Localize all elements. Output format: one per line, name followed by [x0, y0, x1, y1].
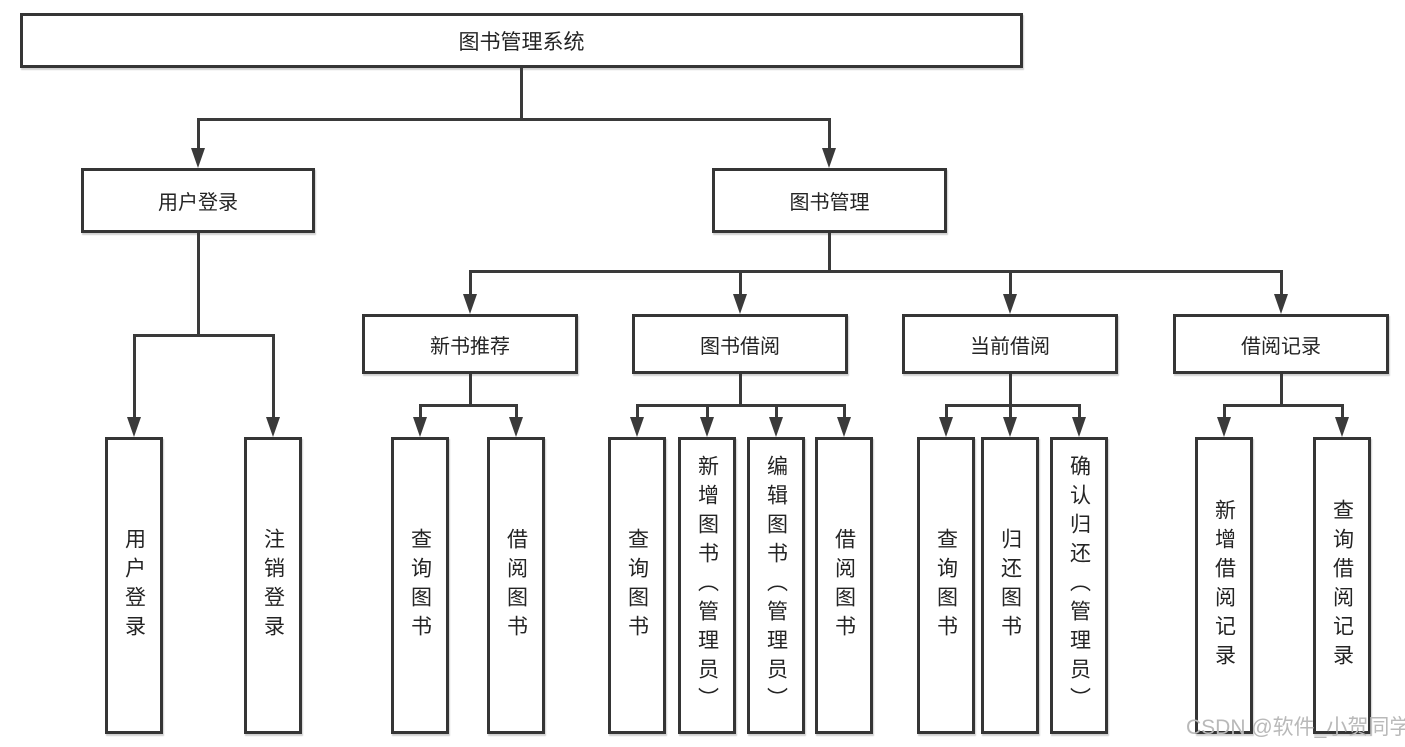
leaf-label: 用户登录	[122, 527, 146, 644]
leaf-label: 新增图书（管理员）	[695, 455, 719, 716]
arrow-down-icon	[127, 417, 141, 437]
leaf-edit-books-admin: 编辑图书（管理员）	[747, 437, 805, 734]
connector-arrow-stem	[828, 118, 831, 148]
connector-arrow-stem	[636, 404, 639, 417]
arrow-down-icon	[939, 417, 953, 437]
connector-arrow-stem	[1009, 404, 1012, 417]
connector-l3-rail	[469, 270, 1283, 273]
leaf-label: 归还图书	[998, 527, 1022, 644]
connector-arrow-stem	[133, 334, 136, 417]
arrow-down-icon	[822, 148, 836, 168]
connector-arrow-stem	[945, 404, 948, 417]
arrow-down-icon	[700, 417, 714, 437]
arrow-down-icon	[1003, 294, 1017, 314]
node-label: 图书借阅	[700, 335, 780, 358]
arrow-down-icon	[769, 417, 783, 437]
connector-arrow-stem	[515, 404, 518, 417]
node-root-label: 图书管理系统	[458, 30, 585, 54]
connector-arrow-stem	[197, 118, 200, 148]
node-root: 图书管理系统	[20, 13, 1023, 68]
arrow-down-icon	[413, 417, 427, 437]
connector-arrow-stem	[739, 270, 742, 296]
arrow-down-icon	[1217, 417, 1231, 437]
leaf-logout: 注销登录	[244, 437, 302, 734]
connector-leaf-rail	[636, 404, 846, 407]
connector-section-stem	[469, 374, 472, 407]
connector-user-login-rail	[133, 334, 275, 337]
leaf-label: 编辑图书（管理员）	[764, 455, 788, 716]
connector-leaf-rail	[945, 404, 1081, 407]
leaf-label: 查询图书	[934, 527, 958, 644]
leaf-label: 查询借阅记录	[1330, 498, 1354, 673]
leaf-add-borrow-record: 新增借阅记录	[1195, 437, 1253, 734]
leaf-label: 查询图书	[408, 527, 432, 644]
leaf-label: 新增借阅记录	[1212, 498, 1236, 673]
arrow-down-icon	[733, 294, 747, 314]
connector-arrow-stem	[1280, 270, 1283, 296]
arrow-down-icon	[509, 417, 523, 437]
leaf-confirm-return-admin: 确认归还（管理员）	[1050, 437, 1108, 734]
connector-arrow-stem	[469, 270, 472, 296]
arrow-down-icon	[463, 294, 477, 314]
arrow-down-icon	[1335, 417, 1349, 437]
arrow-down-icon	[837, 417, 851, 437]
csdn-watermark: CSDN @软件_小贺同学	[1186, 716, 1405, 739]
leaf-label: 注销登录	[261, 527, 285, 644]
leaf-user-login: 用户登录	[105, 437, 163, 734]
connector-book-mgmt-stem	[828, 233, 831, 273]
connector-leaf-rail	[1223, 404, 1344, 407]
arrow-down-icon	[1274, 294, 1288, 314]
connector-arrow-stem	[1223, 404, 1226, 417]
connector-arrow-stem	[419, 404, 422, 417]
connector-arrow-stem	[1009, 270, 1012, 296]
connector-root-stem	[520, 68, 523, 121]
connector-user-login-stem	[197, 233, 200, 336]
connector-arrow-stem	[843, 404, 846, 417]
arrow-down-icon	[266, 417, 280, 437]
node-user-login: 用户登录	[81, 168, 315, 233]
leaf-borrow-books-2: 借阅图书	[815, 437, 873, 734]
leaf-add-books-admin: 新增图书（管理员）	[678, 437, 736, 734]
node-label: 借阅记录	[1241, 335, 1321, 358]
node-label: 当前借阅	[970, 335, 1050, 358]
connector-section-stem	[739, 374, 742, 407]
arrow-down-icon	[1003, 417, 1017, 437]
node-book-mgmt-label: 图书管理	[789, 192, 870, 214]
leaf-query-books-2: 查询图书	[608, 437, 666, 734]
leaf-label: 查询图书	[625, 527, 649, 644]
connector-arrow-stem	[775, 404, 778, 417]
arrow-down-icon	[191, 148, 205, 168]
node-user-login-label: 用户登录	[158, 192, 238, 214]
leaf-label: 确认归还（管理员）	[1067, 455, 1091, 716]
leaf-borrow-books-1: 借阅图书	[487, 437, 545, 734]
connector-arrow-stem	[1341, 404, 1344, 417]
arrow-down-icon	[630, 417, 644, 437]
node-new-book-recommend: 新书推荐	[362, 314, 578, 374]
connector-arrow-stem	[272, 334, 275, 417]
connector-leaf-rail	[419, 404, 518, 407]
leaf-label: 借阅图书	[504, 527, 528, 644]
connector-section-stem	[1009, 374, 1012, 407]
leaf-query-books-3: 查询图书	[917, 437, 975, 734]
leaf-return-books: 归还图书	[981, 437, 1039, 734]
connector-arrow-stem	[706, 404, 709, 417]
leaf-query-books-1: 查询图书	[391, 437, 449, 734]
leaf-query-borrow-record: 查询借阅记录	[1313, 437, 1371, 734]
arrow-down-icon	[1072, 417, 1086, 437]
node-book-borrow: 图书借阅	[632, 314, 848, 374]
node-book-mgmt: 图书管理	[712, 168, 947, 233]
node-current-borrow: 当前借阅	[902, 314, 1118, 374]
node-borrow-records: 借阅记录	[1173, 314, 1389, 374]
connector-section-stem	[1280, 374, 1283, 407]
node-label: 新书推荐	[430, 335, 510, 358]
leaf-label: 借阅图书	[832, 527, 856, 644]
connector-arrow-stem	[1078, 404, 1081, 417]
connector-l1-rail	[197, 118, 831, 121]
